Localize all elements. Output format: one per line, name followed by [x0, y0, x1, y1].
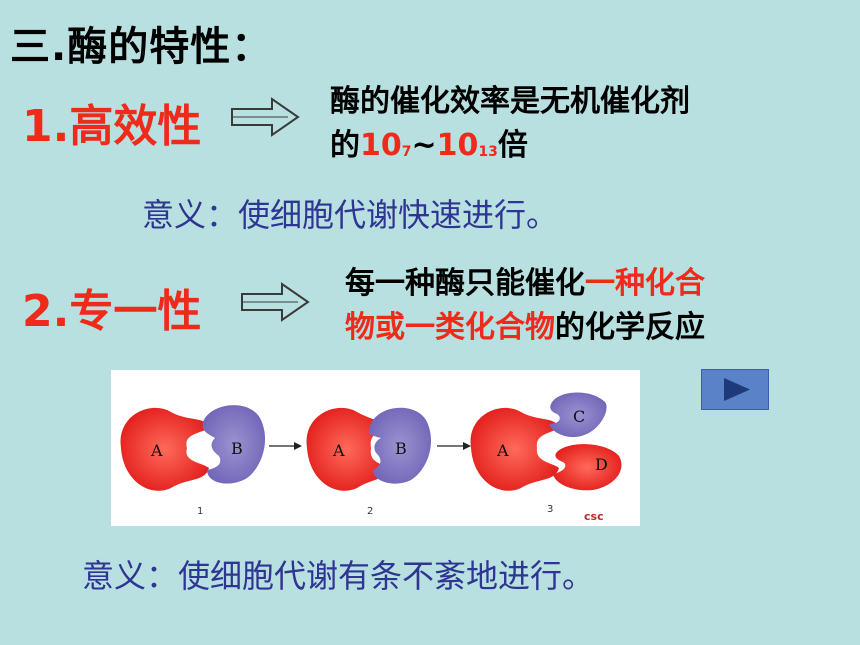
efficiency-meaning: 意义：使细胞代谢快速进行。	[142, 196, 559, 234]
substrate-b-shape	[202, 405, 266, 484]
desc-suffix: 倍	[497, 128, 528, 163]
desc-highlight2: 物或一类化合物	[345, 310, 555, 345]
label-a: A	[150, 441, 163, 460]
exp-base-1: 10	[360, 128, 402, 163]
label-a: A	[332, 441, 345, 460]
exp-power-2: 13	[478, 144, 498, 160]
exp-power-1: 7	[401, 144, 412, 160]
enzyme-a-shape	[120, 407, 209, 491]
desc-part2: 的化学反应	[555, 310, 705, 345]
desc-part1: 每一种酶只能催化	[345, 266, 585, 301]
label-d: D	[595, 455, 608, 474]
label-b: B	[231, 439, 243, 458]
label-a: A	[496, 441, 509, 460]
label-b: B	[395, 439, 407, 458]
specificity-desc-line1: 每一种酶只能催化一种化合	[345, 262, 815, 306]
step-number-1: 1	[197, 506, 203, 517]
label-c: C	[573, 407, 585, 426]
play-icon	[724, 378, 750, 401]
diagram-credit: csc	[584, 510, 604, 523]
efficiency-description: 酶的催化效率是无机催化剂 的107~1013倍	[330, 80, 810, 168]
step-number-3: 3	[547, 504, 553, 515]
double-arrow-icon	[231, 97, 300, 137]
page-title: 三.酶的特性：	[10, 24, 273, 70]
exp-base-2: 10	[436, 128, 479, 163]
efficiency-desc-line1: 酶的催化效率是无机催化剂	[330, 84, 690, 119]
heading-specificity: 2.专一性	[22, 286, 202, 337]
efficiency-desc-line2: 的107~1013倍	[330, 124, 810, 168]
specificity-meaning: 意义：使细胞代谢有条不紊地进行。	[82, 557, 595, 595]
step-number-2: 2	[367, 506, 373, 517]
heading-efficiency: 1.高效性	[22, 101, 202, 152]
desc-prefix: 的	[330, 128, 360, 163]
specificity-description: 每一种酶只能催化一种化合 物或一类化合物的化学反应	[345, 262, 815, 350]
desc-highlight1: 一种化合	[585, 266, 705, 301]
play-button[interactable]	[701, 369, 769, 410]
specificity-desc-line2: 物或一类化合物的化学反应	[345, 306, 815, 350]
double-arrow-icon	[241, 282, 310, 322]
tilde-sign: ~	[411, 128, 437, 163]
enzyme-specificity-diagram: A B 1 A B 2 A C D 3 csc	[111, 370, 640, 526]
